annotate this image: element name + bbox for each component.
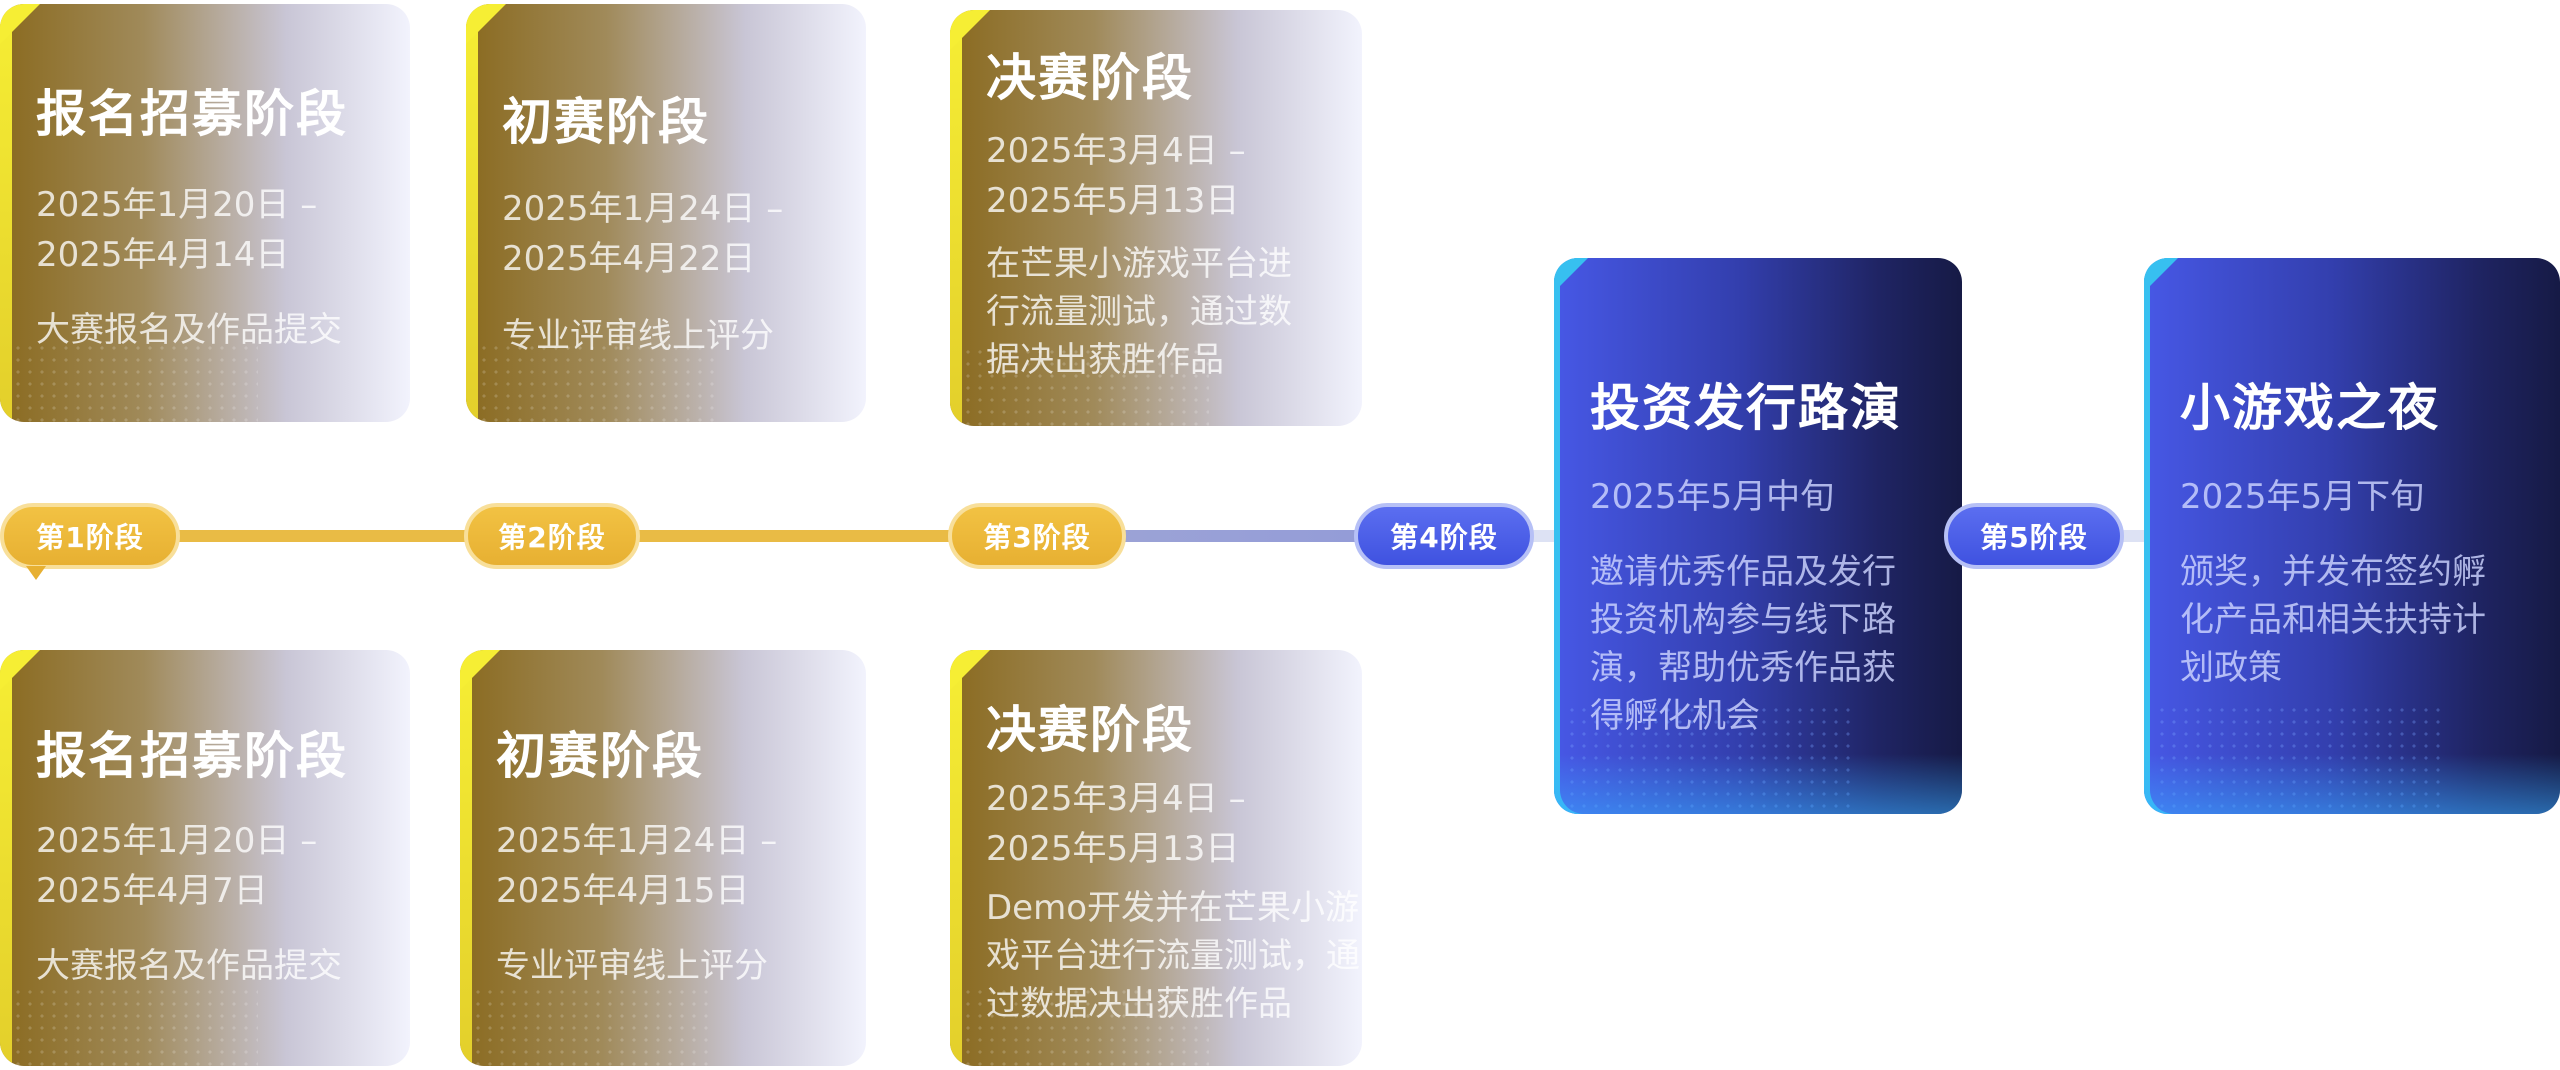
stage-card-top-3: 决赛阶段 2025年3月4日 – 2025年5月13日 在芒果小游戏平台进行流量… (950, 10, 1362, 426)
card-dot-pattern (962, 986, 1210, 1066)
card-description: 大赛报名及作品提交 (36, 310, 342, 350)
card-date-end: 2025年5月13日 (986, 181, 1240, 221)
card-corner-accent (2144, 258, 2178, 292)
card-corner-accent (0, 4, 40, 44)
card-title: 初赛阶段 (496, 727, 704, 785)
stage-card-roadshow: 投资发行路演 2025年5月中旬 邀请优秀作品及发行投资机构参与线下路演，帮助优… (1554, 258, 1962, 814)
stage-card-bottom-2: 初赛阶段 2025年1月24日 – 2025年4月15日 专业评审线上评分 (460, 650, 866, 1066)
stage-card-top-1: 报名招募阶段 2025年1月20日 – 2025年4月14日 大赛报名及作品提交 (0, 4, 410, 422)
card-description: 颁奖，并发布签约孵化产品和相关扶持计划政策 (2180, 552, 2486, 688)
stage-card-bottom-1: 报名招募阶段 2025年1月20日 – 2025年4月7日 大赛报名及作品提交 (0, 650, 410, 1066)
card-corner-accent (950, 10, 990, 50)
card-dot-pattern (478, 342, 718, 422)
card-date-end: 2025年4月7日 (36, 871, 268, 911)
pill-pointer (26, 566, 46, 580)
card-corner-accent (950, 650, 990, 690)
card-dot-pattern (472, 986, 716, 1066)
card-dot-pattern (962, 346, 1210, 426)
card-title: 报名招募阶段 (36, 85, 348, 143)
card-date: 2025年5月下旬 (2180, 477, 2425, 517)
stage-card-night: 小游戏之夜 2025年5月下旬 颁奖，并发布签约孵化产品和相关扶持计划政策 (2144, 258, 2560, 814)
card-date-start: 2025年1月24日 – (496, 821, 778, 861)
stage-card-bottom-3: 决赛阶段 2025年3月4日 – 2025年5月13日 Demo开发并在芒果小游… (950, 650, 1362, 1066)
card-title: 投资发行路演 (1590, 379, 1902, 437)
stage-card-top-2: 初赛阶段 2025年1月24日 – 2025年4月22日 专业评审线上评分 (466, 4, 866, 422)
card-description: 专业评审线上评分 (502, 316, 774, 356)
stage-pill-2: 第2阶段 (464, 503, 640, 569)
card-date-end: 2025年4月14日 (36, 235, 290, 275)
card-dot-pattern (12, 986, 258, 1066)
card-dot-pattern (2156, 704, 2448, 814)
card-date: 2025年5月中旬 (1590, 477, 1835, 517)
card-date-start: 2025年1月20日 – (36, 821, 318, 861)
card-description: 在芒果小游戏平台进行流量测试，通过数据决出获胜作品 (986, 244, 1292, 380)
card-description: 大赛报名及作品提交 (36, 946, 342, 986)
card-corner-accent (0, 650, 40, 690)
card-date-start: 2025年3月4日 – (986, 779, 1246, 819)
card-description: 邀请优秀作品及发行投资机构参与线下路演，帮助优秀作品获得孵化机会 (1590, 552, 1896, 736)
card-title: 初赛阶段 (502, 93, 710, 151)
card-date-end: 2025年4月15日 (496, 871, 750, 911)
card-date-end: 2025年4月22日 (502, 239, 756, 279)
stage-pill-3: 第3阶段 (948, 503, 1126, 569)
stage-pill-4: 第4阶段 (1354, 503, 1534, 569)
card-date-end: 2025年5月13日 (986, 829, 1240, 869)
stage-pill-5: 第5阶段 (1944, 503, 2124, 569)
card-title: 小游戏之夜 (2180, 379, 2440, 437)
card-date-start: 2025年3月4日 – (986, 131, 1246, 171)
card-corner-accent (466, 4, 506, 44)
card-description: Demo开发并在芒果小游戏平台进行流量测试，通过数据决出获胜作品 (986, 888, 1360, 1024)
card-title: 报名招募阶段 (36, 727, 348, 785)
card-corner-accent (1554, 258, 1588, 292)
card-title: 决赛阶段 (986, 701, 1194, 759)
card-description: 专业评审线上评分 (496, 946, 768, 986)
card-dot-pattern (12, 342, 258, 422)
card-date-start: 2025年1月24日 – (502, 189, 784, 229)
stage-pill-1: 第1阶段 (0, 503, 180, 569)
card-title: 决赛阶段 (986, 49, 1194, 107)
card-date-start: 2025年1月20日 – (36, 185, 318, 225)
card-corner-accent (460, 650, 500, 690)
